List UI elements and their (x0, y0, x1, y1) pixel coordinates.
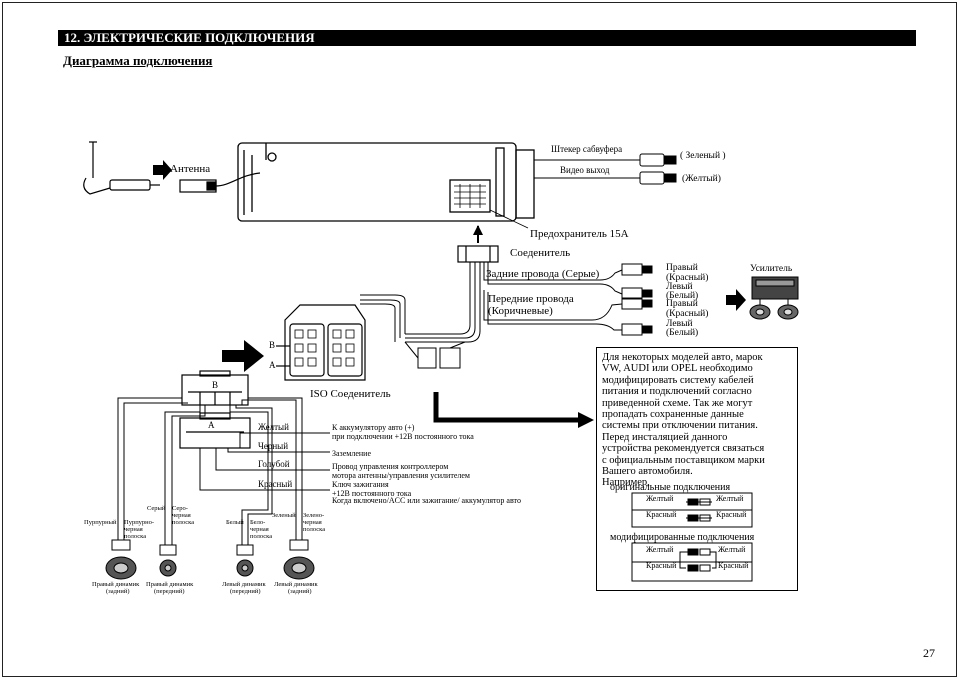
front-wires-label-2: (Коричневые) (488, 305, 553, 317)
head-unit-icon (237, 142, 535, 222)
note-example: Например, (602, 477, 650, 489)
speaker-wire-label-6: Зеленый (272, 512, 296, 519)
note-box: Для некоторых моделей авто, марок VW, AU… (596, 347, 798, 591)
speaker-wire-label-3a: Серо- (172, 505, 188, 512)
rear-right-label-2: (Красный) (666, 272, 708, 283)
antenna-icon (83, 141, 160, 195)
speaker-wire-label-0: Пурпурный (84, 519, 117, 526)
fuse-leader-line (489, 209, 529, 229)
wire-desc-3-1: Ключ зажигания (332, 480, 389, 489)
speaker-wire-label-3c: полоска (172, 519, 194, 526)
speaker-label-2-1: Левый динамик (222, 581, 267, 588)
iso-connector-label: ISO Соеденитель (310, 388, 391, 400)
speaker-icon-front-left (236, 544, 254, 577)
note-line: системы при отключении питания. (602, 420, 758, 432)
rear-wires-label: Задние провода (Серые) (486, 268, 600, 280)
video-color-label: (Желтый) (682, 173, 721, 184)
speaker-icon-front-right (159, 544, 177, 577)
wire-color-1: Черный (258, 441, 288, 451)
arrow-to-antenna-icon (153, 160, 172, 180)
note-line: VW, AUDI или OPEL необходимо (602, 363, 753, 375)
speaker-wire-label-1a: Пурпурно- (124, 519, 154, 526)
speaker-wire-label-5a: Бело- (250, 519, 265, 526)
cable-bundle-icon (360, 262, 481, 369)
page-number: 27 (923, 646, 935, 660)
arrow-to-note-icon (433, 392, 580, 423)
connector-label: Соеденитель (510, 247, 570, 259)
speaker-label-1-2: (передний) (154, 588, 185, 595)
fuse-label: Предохранитель 15А (530, 228, 629, 240)
note-line: Перед инсталяцией данного (602, 431, 728, 443)
speaker-label-0-2: (задний) (106, 588, 130, 595)
note-line: питания и подключений согласно (602, 386, 752, 398)
front-left-label-1: Левый (666, 318, 693, 329)
wire-color-0: Желтый (258, 422, 289, 432)
arrow-to-note-head-icon (578, 412, 594, 428)
speaker-wire-label-7a: Зелено- (303, 512, 324, 519)
speaker-label-1-1: Правый динамик (146, 581, 194, 588)
speaker-wire-label-5c: полоска (250, 533, 272, 540)
sub-color-label: ( Зеленый ) (680, 150, 726, 161)
wire-desc-3-2: +12В постоянного тока (332, 489, 412, 498)
speaker-label-3-2: (задний) (288, 588, 312, 595)
wire-desc-0-1: К аккумулятору авто (+) (332, 423, 415, 432)
wire-desc-0-2: при подключении +12В постоянного тока (332, 432, 474, 441)
antenna-plug-icon (179, 172, 261, 193)
speaker-label-0-1: Правый динамик (92, 581, 140, 588)
arrow-to-amplifier-icon (726, 289, 746, 311)
note-line: Для некоторых моделей авто, марок (602, 352, 763, 363)
iso-label-a: A (269, 360, 276, 370)
rear-left-label-1: Левый (666, 281, 693, 292)
wire-color-2: Голубой (258, 459, 290, 469)
speaker-wire-label-5b: черная (250, 526, 269, 533)
speaker-wire-label-3b: черная (172, 512, 191, 519)
iso-connector-icon (276, 304, 366, 381)
sub-plug-label: Штекер сабвуфера (551, 144, 622, 154)
arrow-to-iso-icon (222, 340, 264, 372)
rca-cables-icon (483, 262, 653, 336)
wire-desc-1-1: Заземление (332, 449, 371, 458)
wire-desc-2-1: Провод управления контроллером (332, 462, 448, 471)
speaker-label-2-2: (передний) (230, 588, 261, 595)
diagram-subtitle: Диаграмма подключения (63, 53, 213, 68)
speaker-wires-icon (117, 397, 303, 545)
speaker-icon-rear-left (283, 539, 315, 580)
note-line: пропадать сохраненные данные (602, 409, 744, 421)
harness-label-b: B (212, 380, 218, 390)
iso-label-b: B (269, 340, 275, 350)
speaker-wire-label-7c: полоска (303, 526, 325, 533)
harness-label-a: A (208, 420, 215, 430)
amplifier-label: Усилитель (750, 264, 793, 274)
front-left-label-2: (Белый) (666, 327, 698, 338)
note-line: устройства рекомендуется связаться (602, 443, 765, 455)
wire-desc-2-2: мотора антенны/управления усилителем (332, 471, 470, 480)
speaker-wire-label-2: Серый (147, 505, 166, 512)
connector-block-icon (457, 245, 499, 263)
harness-plug-b-icon (181, 370, 249, 406)
output-cables-icon (534, 153, 677, 185)
video-out-label: Видео выход (560, 165, 610, 175)
section-title: 12. ЭЛЕКТРИЧЕСКИЕ ПОДКЛЮЧЕНИЯ (58, 30, 916, 46)
wire-desc-3-3: Когда включено/ACC или зажигание/ аккуму… (332, 496, 521, 505)
note-line: модифицировать систему кабелей (602, 374, 754, 386)
speaker-wire-label-7b: черная (303, 519, 322, 526)
note-line: приведенной схеме. Так же могут (602, 397, 753, 409)
speaker-icon-rear-right (105, 539, 137, 580)
speaker-wire-label-4: Белый (226, 519, 244, 526)
front-right-label-1: Правый (666, 298, 698, 309)
front-wires-label-1: Передние провода (488, 293, 574, 305)
note-line: Вашего автомобиля. (602, 466, 693, 478)
rear-right-label-1: Правый (666, 262, 698, 273)
amplifier-icon (749, 276, 799, 320)
note-line: с официальным поставщиком марки (602, 454, 765, 466)
rear-left-label-2: (Белый) (666, 290, 698, 301)
antenna-label: Антенна (170, 163, 210, 175)
speaker-label-3-1: Левый динамик (274, 581, 319, 588)
wire-color-3: Красный (258, 479, 292, 489)
front-right-label-2: (Красный) (666, 308, 708, 319)
speaker-wire-label-1b: черная (124, 526, 143, 533)
speaker-wire-label-1c: полоска (124, 533, 146, 540)
